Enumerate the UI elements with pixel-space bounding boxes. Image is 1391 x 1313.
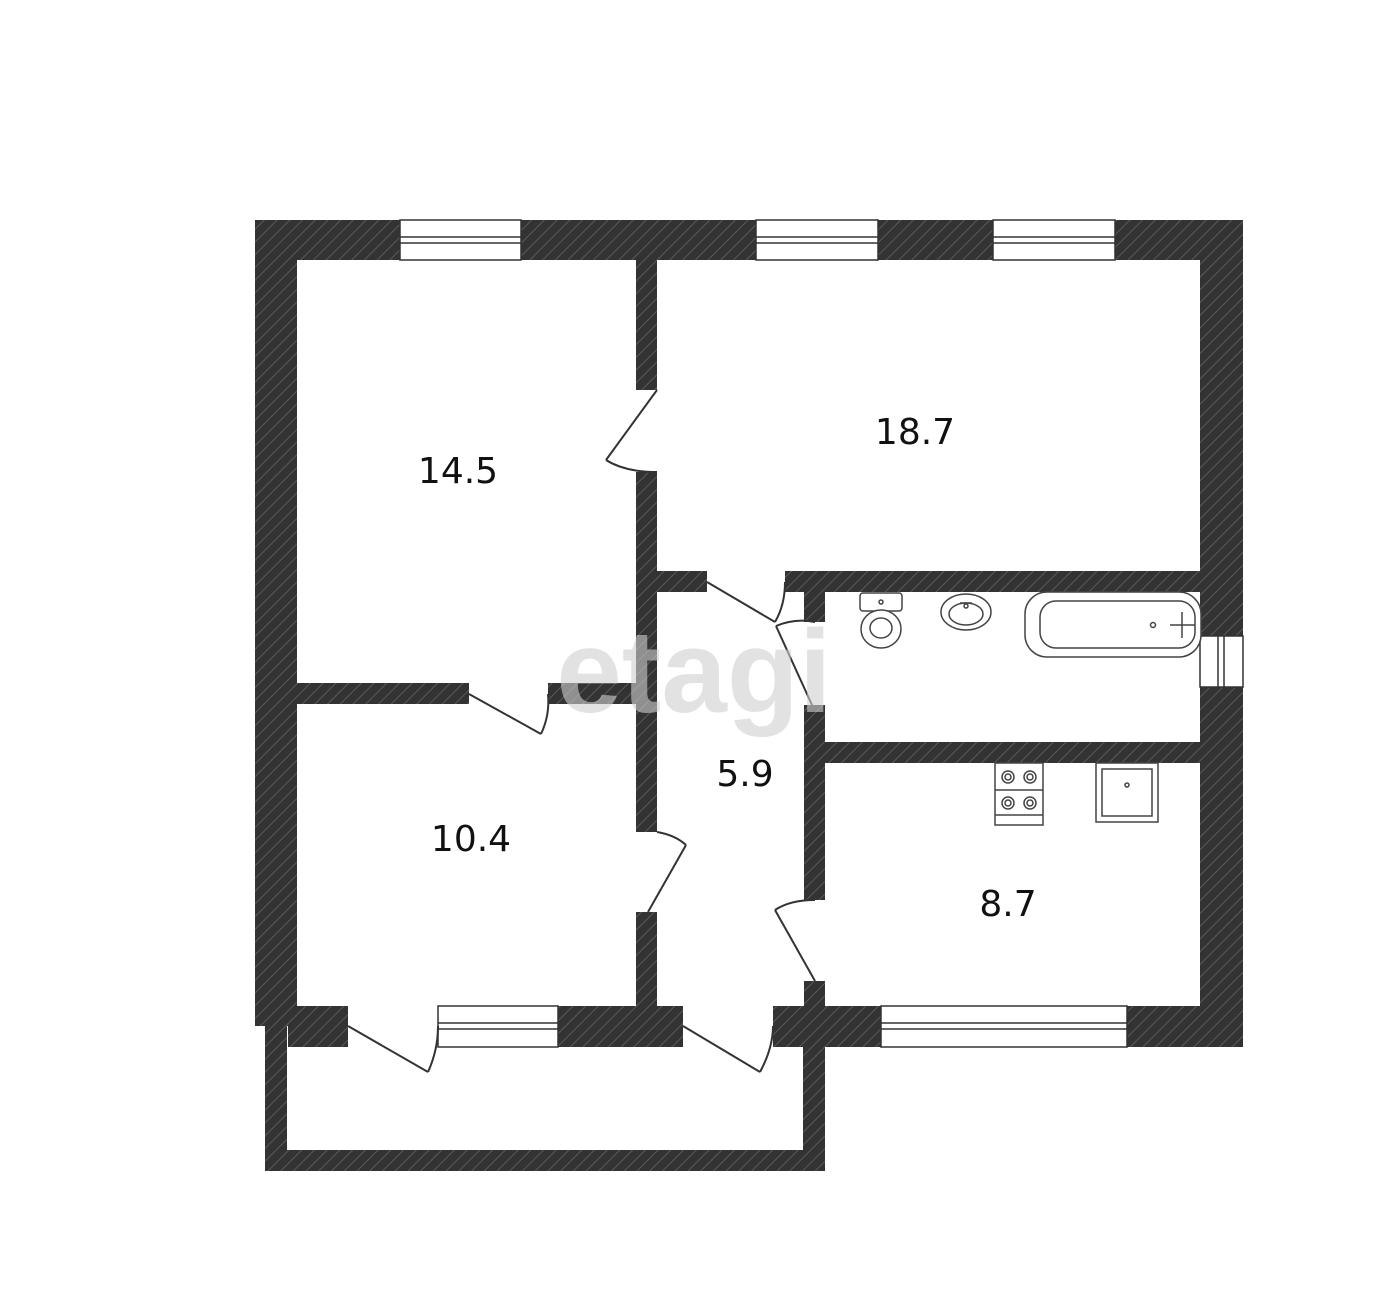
wall-int-h2-b <box>785 571 1200 592</box>
door-balcony-right <box>682 1025 774 1073</box>
bathtub-icon <box>1024 591 1202 658</box>
sink-icon <box>940 593 992 631</box>
wall-int-h2-a <box>657 571 707 592</box>
window-top-3 <box>992 219 1116 261</box>
door-room-14-5 <box>468 693 550 735</box>
wall-int-h3 <box>825 742 1200 763</box>
window-top-2 <box>755 219 879 261</box>
balcony-wall-right <box>803 1047 825 1171</box>
wall-bottom-left <box>288 1006 348 1047</box>
stove-icon <box>994 762 1044 826</box>
wall-int-h1b <box>548 683 636 704</box>
wall-bath-left-b <box>804 705 825 900</box>
wall-bottom-right-a <box>773 1006 881 1047</box>
door-hall-top <box>706 581 786 623</box>
room-area-label: 14.5 <box>418 451 498 492</box>
windows <box>399 219 1244 1048</box>
wall-int-v1-c <box>636 912 657 1006</box>
room-labels: 14.5 18.7 10.4 5.9 8.7 <box>418 412 1037 925</box>
wall-bath-left <box>804 592 825 622</box>
window-top-1 <box>399 219 522 261</box>
wall-int-v1-b <box>636 472 657 832</box>
wall-bath-left-c <box>804 981 825 1006</box>
room-area-label: 10.4 <box>431 819 511 860</box>
window-bottom-1 <box>437 1005 559 1048</box>
wall-int-h1 <box>297 683 469 704</box>
door-room-10-4 <box>647 831 687 913</box>
wall-bottom-right-b <box>1127 1006 1243 1047</box>
door-bathroom <box>775 619 816 706</box>
window-bottom-2 <box>880 1005 1128 1048</box>
room-area-label: 18.7 <box>875 412 955 453</box>
door-room-18-7 <box>605 389 658 473</box>
room-area-label: 8.7 <box>979 884 1036 925</box>
wall-left <box>255 220 297 1026</box>
kitchen-sink-icon <box>1095 762 1159 823</box>
door-kitchen <box>774 899 816 982</box>
wall-int-v1-a <box>636 260 657 390</box>
balcony-wall-bottom <box>265 1150 825 1171</box>
wall-right <box>1200 220 1243 1047</box>
wall-bottom-mid <box>558 1006 683 1047</box>
watermark: etagi <box>556 606 831 738</box>
doors <box>347 389 816 1073</box>
room-area-label: 5.9 <box>716 754 773 795</box>
fixtures <box>859 591 1202 826</box>
toilet-icon <box>859 592 903 649</box>
door-balcony-left <box>347 1025 439 1073</box>
window-bath-vent <box>1199 635 1244 688</box>
balcony-wall-left <box>265 1026 287 1171</box>
